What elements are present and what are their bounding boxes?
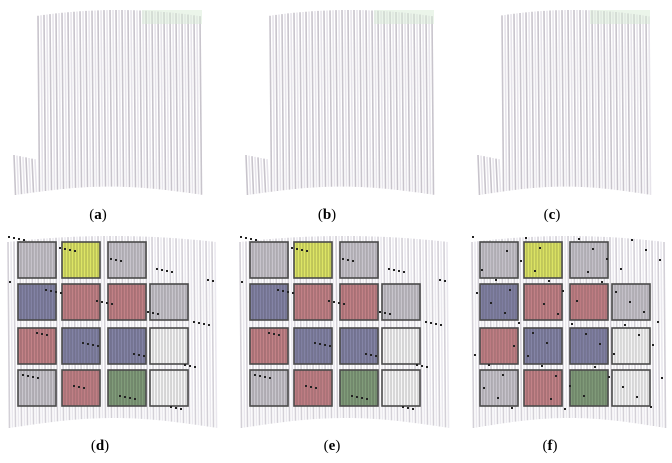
caption-a: (a) [89,207,107,223]
panel-d [0,228,224,438]
wall-point-cloud-a [13,9,203,196]
panel-b [232,0,456,205]
panel-e [232,228,456,438]
panel-c [464,0,672,205]
caption-b: (b) [317,207,337,223]
panel-f [464,228,672,438]
caption-f: (f) [542,438,558,454]
checker-point-cloud-f [471,235,667,429]
checker-point-cloud-d [7,235,218,429]
wall-point-cloud-b [245,9,435,196]
checker-point-cloud-e [239,235,450,429]
panel-a [0,0,224,205]
caption-c: (c) [543,207,561,223]
caption-e: (e) [323,438,341,454]
caption-d: (d) [90,438,110,454]
wall-point-cloud-c [477,9,652,196]
